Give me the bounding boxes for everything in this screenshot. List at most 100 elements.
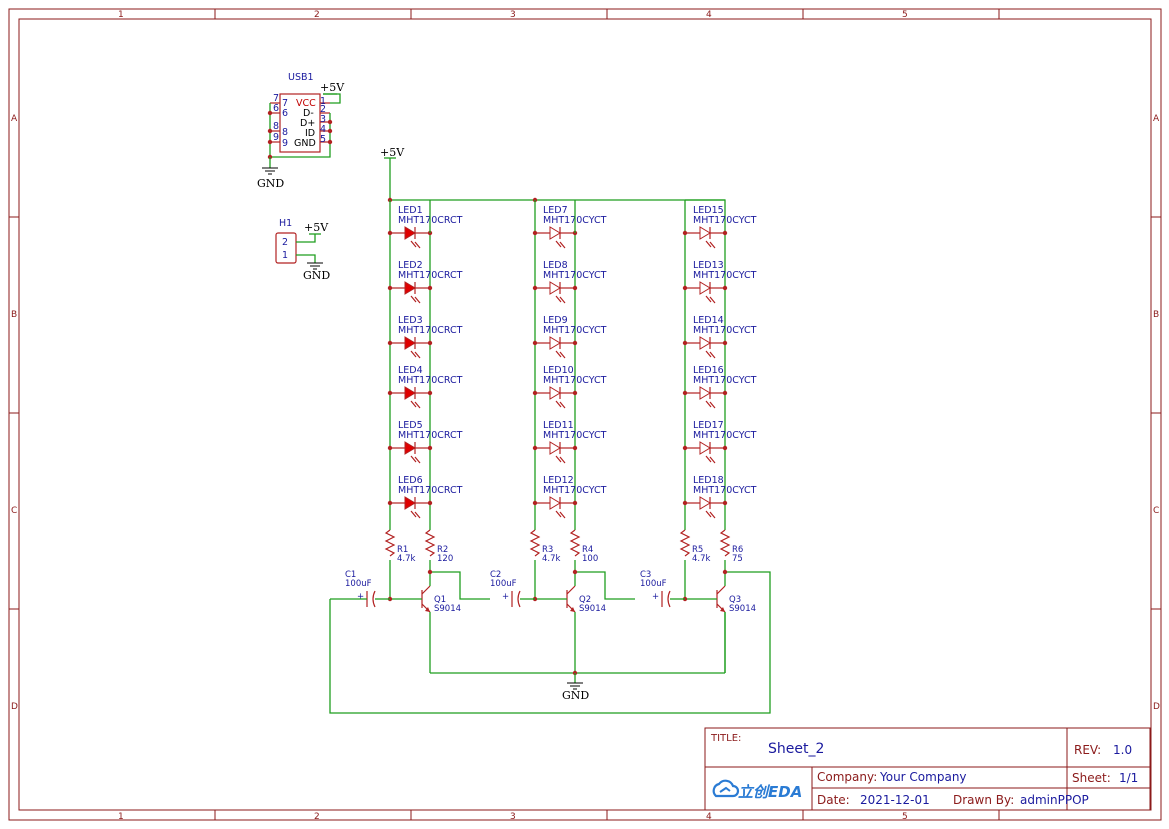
led-value: MHT170CRCT — [398, 375, 463, 386]
led-ref: LED6 — [398, 475, 423, 486]
capacitor-value: 100uF — [490, 579, 517, 589]
led-symbol — [549, 226, 561, 240]
usb-name-vcc: VCC — [296, 98, 316, 109]
usb-pin-li-1: 6 — [282, 108, 288, 119]
led-value: MHT170CYCT — [693, 215, 757, 226]
usb-pin-r-3: 4 — [320, 124, 326, 135]
resistor-value: 4.7k — [692, 554, 711, 564]
led-ref: LED18 — [693, 475, 724, 486]
astable-circuit: LED1MHT170CRCTLED2MHT170CRCTLED3MHT170CR… — [329, 199, 771, 714]
led-symbol — [404, 226, 416, 240]
led-value: MHT170CYCT — [543, 270, 607, 281]
header-connector: H1 2 1 +5V GND — [275, 218, 330, 282]
logo-text: 立创EDA — [738, 783, 802, 801]
zone-col-1: 1 — [118, 10, 124, 20]
zone-row-B: B — [11, 310, 17, 320]
usb-pin-r-2: 3 — [320, 114, 326, 125]
usb-pin-li-3: 9 — [282, 138, 288, 149]
led-value: MHT170CYCT — [543, 325, 607, 336]
zone-row-C: C — [1153, 506, 1159, 516]
led-ref: LED14 — [693, 315, 724, 326]
led-symbol — [699, 496, 711, 510]
led-ref: LED17 — [693, 420, 724, 431]
zone-row-B: B — [1153, 310, 1159, 320]
led-ref: LED16 — [693, 365, 724, 376]
ground-label: GND — [562, 689, 589, 702]
capacitor-value: 100uF — [345, 579, 372, 589]
usb-pin-l-3: 9 — [273, 132, 279, 143]
usb-pin-li-2: 8 — [282, 127, 288, 138]
usb-name-id: ID — [305, 128, 315, 139]
led-ref: LED13 — [693, 260, 724, 271]
led-value: MHT170CYCT — [693, 270, 757, 281]
rev-value: 1.0 — [1113, 743, 1132, 757]
capacitor-value: 100uF — [640, 579, 667, 589]
resistor-ref: R3 — [542, 545, 553, 555]
led-value: MHT170CYCT — [543, 375, 607, 386]
date-value: 2021-12-01 — [860, 793, 930, 807]
usb-pin-r-4: 5 — [320, 134, 326, 145]
zone-col-2: 2 — [314, 10, 320, 20]
header-pin-1: 1 — [282, 250, 288, 261]
led-ref: LED2 — [398, 260, 423, 271]
zone-col-3: 3 — [510, 10, 516, 20]
zone-row-D: D — [1153, 702, 1160, 712]
capacitor-plus: + — [357, 592, 364, 602]
sheet-label: Sheet: — [1072, 771, 1111, 785]
resistor-value: 4.7k — [397, 554, 416, 564]
usb-pin-l-2: 8 — [273, 121, 279, 132]
supply-rail: +5V — [380, 146, 725, 203]
led-symbol — [549, 496, 561, 510]
led-symbol — [699, 336, 711, 350]
led-symbol — [699, 226, 711, 240]
led-symbol — [699, 386, 711, 400]
capacitor-plus: + — [502, 592, 509, 602]
resistor-r5: R54.7k — [679, 529, 711, 564]
header-ref: H1 — [279, 218, 292, 229]
title-label: TITLE: — [710, 733, 741, 744]
inner-border — [18, 18, 1152, 811]
led-symbol — [549, 281, 561, 295]
led-value: MHT170CYCT — [693, 485, 757, 496]
resistor-value: 75 — [732, 554, 743, 564]
drawn-label: Drawn By: — [953, 793, 1014, 807]
transistor-ref: Q2 — [579, 595, 591, 605]
resistor-r1: R14.7k — [384, 529, 416, 564]
rev-label: REV: — [1074, 743, 1101, 757]
company-label: Company: — [817, 770, 877, 784]
led-symbol — [549, 336, 561, 350]
led-symbol — [549, 386, 561, 400]
header-pin-0: 2 — [282, 237, 288, 248]
resistor-ref: R5 — [692, 545, 703, 555]
led-ref: LED1 — [398, 205, 423, 216]
transistor-value: S9014 — [579, 604, 606, 614]
led-symbol — [404, 441, 416, 455]
led-value: MHT170CRCT — [398, 485, 463, 496]
transistor-value: S9014 — [434, 604, 461, 614]
capacitor-ref: C1 — [345, 570, 356, 580]
resistor-value: 4.7k — [542, 554, 561, 564]
led-value: MHT170CRCT — [398, 325, 463, 336]
led-symbol — [404, 496, 416, 510]
usb-connector: USB1 7 6 8 9 7 6 8 9 1 2 3 4 5 VCC D- D+… — [257, 72, 345, 190]
usb-name-dp: D+ — [300, 118, 315, 129]
led-ref: LED10 — [543, 365, 574, 376]
usb-pin-l-0: 7 — [273, 93, 279, 104]
header-body — [275, 232, 297, 264]
cloud-icon — [712, 779, 740, 798]
zone-col-3: 3 — [510, 812, 516, 822]
led-value: MHT170CYCT — [693, 325, 757, 336]
